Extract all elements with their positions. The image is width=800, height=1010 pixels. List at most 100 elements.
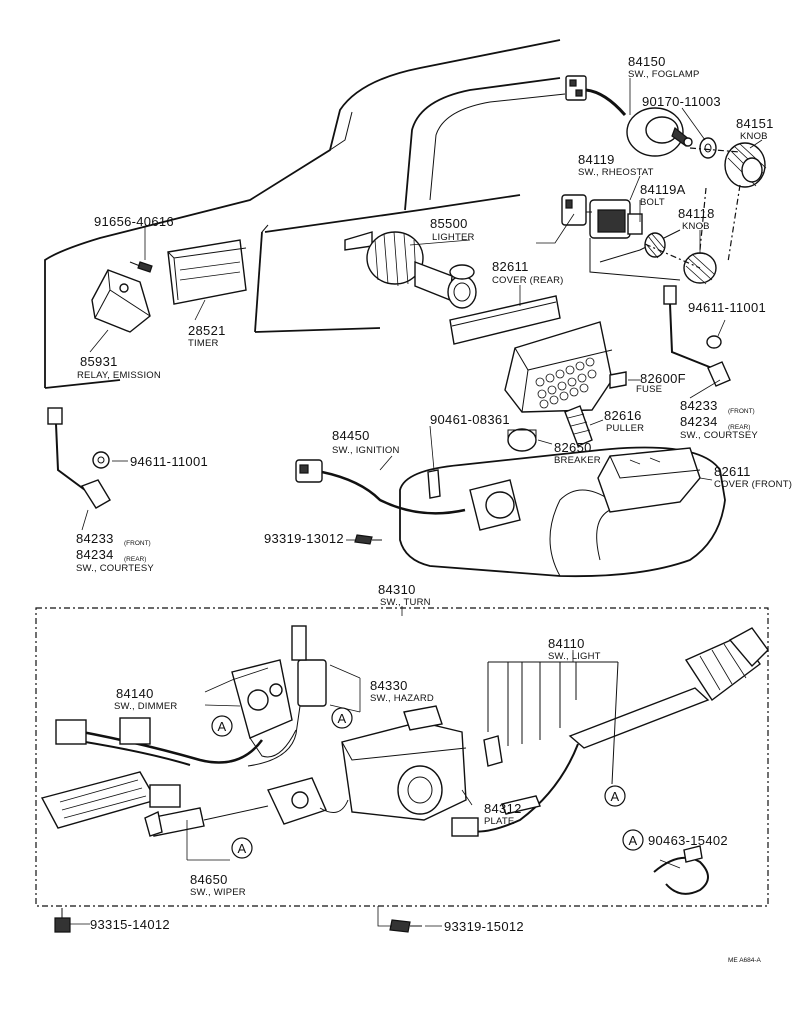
part-desc-82650: BREAKER (554, 455, 601, 466)
puller-part (564, 405, 593, 447)
part-qualifier-84233-left: (FRONT) (124, 540, 151, 547)
svg-text:A: A (218, 719, 227, 734)
knob-84118-part (683, 252, 717, 285)
callout-a-band: A (622, 829, 644, 851)
timer-part (167, 239, 247, 305)
part-desc-84330: SW., HAZARD (370, 693, 434, 704)
wire-harness-left (55, 717, 264, 766)
part-number-84330: 84330 (370, 678, 408, 693)
dashboard-panel (44, 39, 681, 389)
part-desc-82600F: FUSE (636, 384, 662, 395)
part-number-84119A: 84119A (640, 182, 686, 197)
part-number-82611-front: 82611 (714, 464, 751, 479)
console-body (399, 446, 726, 578)
part-number-94611-left: 94611-11001 (130, 454, 208, 469)
screw-93319a-part (354, 534, 382, 545)
screw-91656-part (129, 261, 153, 273)
part-desc-82611-front: COVER (FRONT) (714, 479, 792, 490)
part-desc-85931: RELAY, EMISSION (77, 370, 161, 381)
knob-84151-part (724, 142, 767, 188)
fuse-part (609, 371, 627, 389)
part-desc-84119A: BOLT (640, 197, 665, 208)
part-desc-82616: PULLER (606, 423, 644, 434)
part-number-82650: 82650 (554, 440, 592, 455)
hazard-switch-part (247, 625, 327, 767)
courtesy-switch-left-part (47, 407, 111, 509)
dimmer-switch-part (231, 659, 297, 758)
part-number-82616: 82616 (604, 408, 642, 423)
breaker-part (507, 428, 537, 452)
part-number-93319a: 93319-13012 (264, 531, 344, 546)
callout-a-hazard: A (331, 707, 353, 729)
part-number-84234-right: 84234 (680, 414, 718, 429)
callout-a-dimmer: A (211, 715, 233, 737)
part-number-93315: 93315-14012 (90, 917, 170, 932)
part-desc-84140: SW., DIMMER (114, 701, 177, 712)
washer-90170-part (699, 137, 717, 159)
svg-text:A: A (629, 833, 638, 848)
svg-text:A: A (238, 841, 247, 856)
leader-lines (70, 78, 763, 927)
part-number-85931: 85931 (80, 354, 118, 369)
part-qualifier-84233-right: (FRONT) (728, 408, 755, 415)
part-number-84234-left: 84234 (76, 547, 114, 562)
part-desc-84234-right: SW., COURTSEY (680, 430, 758, 441)
alignment-line-upper (644, 147, 741, 269)
part-desc-84151: KNOB (740, 131, 768, 142)
callout-a-light: A (604, 785, 626, 807)
svg-text:A: A (338, 711, 347, 726)
connector-block-part (40, 771, 158, 829)
drawing-code: ME A684-A (728, 957, 762, 964)
part-number-90463: 90463-15402 (648, 833, 728, 848)
emission-relay-part (91, 269, 151, 333)
part-qualifier-84234-left: (REAR) (124, 556, 146, 563)
part-number-84151: 84151 (736, 116, 774, 131)
part-number-90170: 90170-11003 (642, 94, 721, 109)
part-desc-84650: SW., WIPER (190, 887, 246, 898)
part-desc-84118: KNOB (682, 221, 710, 232)
fuse-block-part (504, 321, 613, 413)
part-number-84312: 84312 (484, 801, 522, 816)
wiper-switch-part (144, 777, 349, 837)
part-number-84140: 84140 (116, 686, 154, 701)
part-number-85500: 85500 (430, 216, 468, 231)
part-number-28521: 28521 (188, 323, 226, 338)
bolt-93315-part (54, 908, 71, 933)
part-number-84233-left: 84233 (76, 531, 114, 546)
turn-switch-body-part (341, 705, 467, 821)
part-desc-84450: SW., IGNITION (332, 445, 400, 456)
part-desc-28521: TIMER (188, 338, 219, 349)
courtesy-switch-right-part (663, 285, 731, 387)
rheostat-switch-part (561, 194, 643, 239)
part-number-84118: 84118 (678, 206, 715, 221)
part-desc-84310: SW., TURN (380, 597, 431, 608)
part-number-90461: 90461-08361 (430, 412, 510, 427)
part-desc-82611-rear: COVER (REAR) (492, 275, 564, 286)
part-number-84110: 84110 (548, 636, 585, 651)
light-switch-lever-part (451, 627, 769, 837)
part-number-84310: 84310 (378, 582, 416, 597)
part-number-84650: 84650 (190, 872, 228, 887)
part-number-94611-right: 94611-11001 (688, 300, 766, 315)
part-number-82600F: 82600F (640, 371, 686, 386)
switch-bracket-line (589, 238, 681, 281)
part-number-91656: 91656-40616 (94, 214, 174, 229)
part-qualifier-84234-right: (REAR) (728, 424, 750, 431)
part-desc-84119: SW., RHEOSTAT (578, 167, 654, 178)
bolt-93319b-part (389, 919, 422, 933)
part-desc-84110: SW., LIGHT (548, 651, 601, 662)
part-number-84233-right: 84233 (680, 398, 718, 413)
svg-text:A: A (611, 789, 620, 804)
part-desc-85500: LIGHTER (432, 232, 475, 243)
part-number-84450: 84450 (332, 428, 370, 443)
part-number-84150: 84150 (628, 54, 666, 69)
cover-front-part (597, 447, 701, 513)
foglamp-switch-part (565, 75, 693, 157)
part-number-93319b: 93319-15012 (444, 919, 524, 934)
ignition-switch-part (295, 459, 521, 531)
part-number-82611-rear: 82611 (492, 259, 529, 274)
part-desc-84312: PLATE (484, 816, 514, 827)
callout-a-wiper: A (231, 837, 253, 859)
light-switch-leader-bracket (487, 661, 619, 785)
